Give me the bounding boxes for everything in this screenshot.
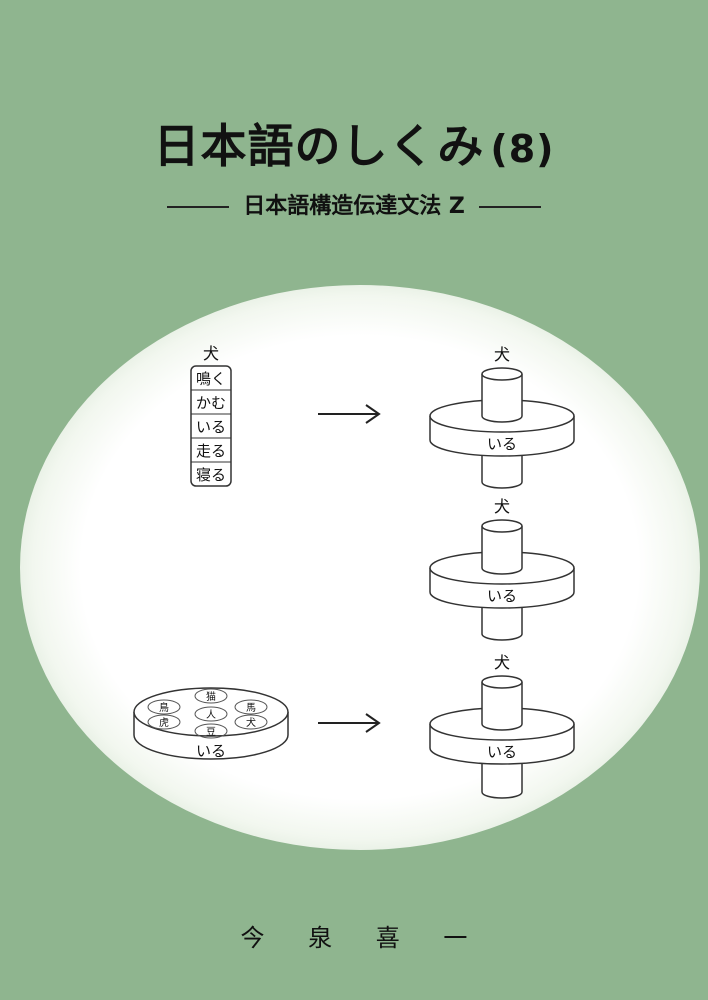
stack-item: 寝る — [196, 466, 226, 484]
axle-disc-1: 犬 いる — [429, 345, 575, 489]
stack-top-label: 犬 — [203, 344, 219, 363]
background-glow — [20, 285, 700, 850]
plate-item: 豆 — [206, 726, 216, 738]
title-text: 日本語のしくみ — [153, 119, 485, 173]
stack-column — [190, 365, 232, 487]
axle-disc-3: 犬 いる — [429, 653, 575, 799]
disc-label: いる — [487, 435, 517, 453]
plate-item: 犬 — [246, 716, 256, 729]
stack-item: いる — [196, 418, 226, 436]
subtitle-text: 日本語構造伝達文法 Z — [243, 194, 465, 219]
plate-item: 鳥 — [159, 701, 169, 714]
stack-item: 鳴く — [196, 370, 226, 388]
disc-label: いる — [487, 587, 517, 605]
author-name: 今 泉 喜 一 — [240, 924, 486, 952]
disc-center-label: 犬 — [494, 497, 510, 516]
arrow-top — [318, 404, 381, 424]
stack-item: かむ — [196, 394, 226, 412]
disc-label: いる — [487, 743, 517, 761]
disc-center-label: 犬 — [494, 653, 510, 672]
volume-number: (8) — [490, 127, 555, 171]
stack-item: 走る — [196, 442, 226, 460]
plate-item: 猫 — [206, 690, 216, 703]
disc-center-label: 犬 — [494, 345, 510, 364]
plate-label: いる — [196, 742, 226, 760]
book-title: 日本語のしくみ(8) — [0, 110, 708, 176]
word-stack: 犬 鳴く かむ いる 走る 寝る — [190, 344, 232, 487]
plate-item: 人 — [206, 709, 216, 721]
axle-disc-2: 犬 いる — [429, 497, 575, 641]
subtitle-dash-right — [478, 206, 541, 208]
arrow-bottom — [318, 713, 381, 733]
plate-item: 虎 — [159, 717, 169, 729]
book-subtitle: 日本語構造伝達文法 Z — [0, 188, 708, 220]
word-plate: 猫 鳥 馬 人 虎 犬 豆 いる — [133, 687, 289, 760]
plate-item: 馬 — [246, 702, 256, 714]
subtitle-dash-left — [167, 206, 230, 208]
